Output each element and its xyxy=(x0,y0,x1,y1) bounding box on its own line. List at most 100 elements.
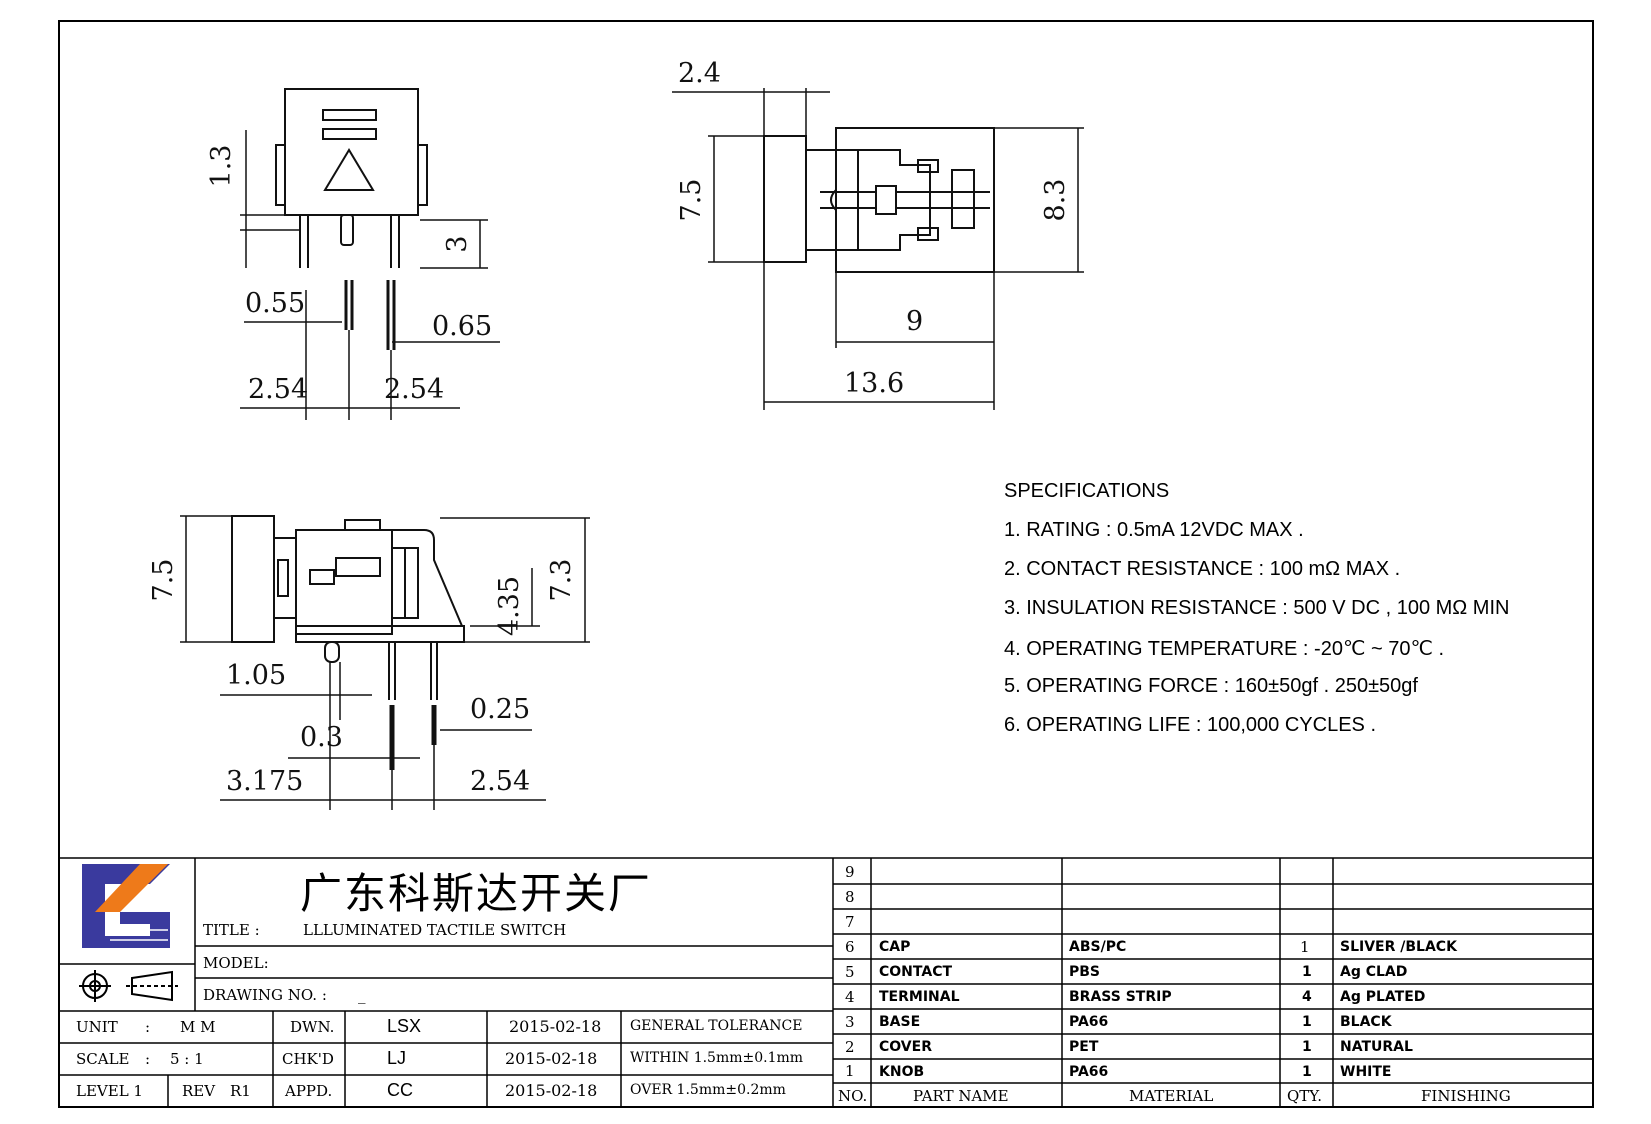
bom-material: PA66 xyxy=(1069,1014,1109,1030)
bom-part-name: KNOB xyxy=(879,1064,925,1080)
projection-symbol-icon xyxy=(79,970,178,1002)
model-label: MODEL: xyxy=(203,954,269,972)
bom-qty: 4 xyxy=(1302,989,1312,1005)
unit-separator: : xyxy=(145,1018,151,1036)
appd-date: 2015-02-18 xyxy=(505,1081,598,1100)
spec-item: 2. CONTACT RESISTANCE : 100 mΩ MAX . xyxy=(1004,558,1401,580)
bom-material: ABS/PC xyxy=(1069,939,1127,955)
title-value: LLLUMINATED TACTILE SWITCH xyxy=(303,921,567,939)
scale-label: SCALE xyxy=(76,1050,130,1068)
drawing-no-value: _ xyxy=(358,986,366,1004)
bom-row-no: 3 xyxy=(845,1013,855,1031)
dim-0-65: 0.65 xyxy=(432,311,492,342)
scale-separator: : xyxy=(145,1050,151,1068)
side-view xyxy=(180,515,590,810)
bom-finishing: SLIVER /BLACK xyxy=(1340,939,1457,955)
bom-qty: 1 xyxy=(1302,1039,1312,1055)
drawing-no-label: DRAWING NO. : xyxy=(203,986,327,1004)
bom-qty: 1 xyxy=(1302,1064,1312,1080)
bom-finishing: NATURAL xyxy=(1340,1039,1413,1055)
bom-qty: 1 xyxy=(1302,964,1312,980)
chk-name: LJ xyxy=(387,1048,407,1068)
bom-row-no: 4 xyxy=(845,988,855,1006)
dwn-label: DWN. xyxy=(290,1018,335,1036)
chk-label: CHK'D xyxy=(282,1050,334,1068)
bom-header-qty: QTY. xyxy=(1287,1087,1323,1105)
dim-7-5-side: 7.5 xyxy=(148,559,179,602)
bom-material: BRASS STRIP xyxy=(1069,989,1172,1005)
bom-header-material: MATERIAL xyxy=(1129,1087,1214,1105)
title-block-grid xyxy=(59,857,1593,1107)
dwn-name: LSX xyxy=(387,1016,422,1036)
bom-header-no: NO. xyxy=(838,1087,868,1105)
dwn-date: 2015-02-18 xyxy=(509,1017,602,1036)
scale-value: 5 : 1 xyxy=(170,1050,204,1068)
bom-row-no: 2 xyxy=(845,1038,855,1056)
dim-0-25: 0.25 xyxy=(470,694,530,725)
dim-3-175: 3.175 xyxy=(226,766,303,797)
bom-part-name: TERMINAL xyxy=(879,989,960,1005)
bom-material: PBS xyxy=(1069,964,1101,980)
bom-finishing: WHITE xyxy=(1340,1064,1392,1080)
bom-row-no: 5 xyxy=(845,963,855,981)
bom-part-name: BASE xyxy=(879,1014,921,1030)
company-logo xyxy=(82,864,170,948)
dim-3: 3 xyxy=(442,235,473,252)
dim-1-3: 1.3 xyxy=(206,145,237,188)
bom-material: PA66 xyxy=(1069,1064,1109,1080)
appd-name: CC xyxy=(387,1080,413,1100)
dim-0-55: 0.55 xyxy=(245,288,305,319)
front-view xyxy=(240,88,500,420)
bom-header-finishing: FINISHING xyxy=(1421,1087,1511,1105)
spec-item: 1. RATING : 0.5mA 12VDC MAX . xyxy=(1004,519,1304,541)
bom-row-no: 7 xyxy=(845,913,855,931)
sheet-border xyxy=(58,20,1594,1108)
appd-label: APPD. xyxy=(285,1082,333,1100)
top-view-dimensions: 2.4 7.5 8.3 9 13.6 xyxy=(676,58,1071,399)
company-name: 广东科斯达开关厂 xyxy=(300,869,653,918)
spec-item: 5. OPERATING FORCE : 160±50gf . 250±50gf xyxy=(1004,675,1418,697)
chk-date: 2015-02-18 xyxy=(505,1049,598,1068)
dim-2-4: 2.4 xyxy=(678,58,721,89)
top-view xyxy=(672,88,1084,410)
bom-part-name: COVER xyxy=(879,1039,932,1055)
specifications-heading: SPECIFICATIONS xyxy=(1004,480,1170,502)
dim-1-05: 1.05 xyxy=(226,660,286,691)
unit-label: UNIT xyxy=(76,1018,118,1036)
rev-value: R1 xyxy=(230,1082,251,1100)
dim-13-6: 13.6 xyxy=(844,368,904,399)
bom-row-no: 1 xyxy=(845,1062,855,1080)
tolerance-over: OVER 1.5mm±0.2mm xyxy=(630,1082,786,1098)
dim-0-3: 0.3 xyxy=(300,722,343,753)
dim-7-5-top: 7.5 xyxy=(676,179,707,222)
dim-4-35: 4.35 xyxy=(494,576,525,636)
dim-2-54-right: 2.54 xyxy=(384,374,444,405)
front-view-dimensions: 1.3 3 0.55 0.65 2.54 2.54 xyxy=(206,145,492,405)
level-label: LEVEL 1 xyxy=(76,1082,143,1100)
bom-finishing: Ag PLATED xyxy=(1340,989,1426,1005)
bom-row-no: 9 xyxy=(845,863,855,881)
spec-item: 4. OPERATING TEMPERATURE : -20℃ ~ 70℃ . xyxy=(1004,638,1445,660)
bom-row-no: 6 xyxy=(845,938,855,956)
bom-qty: 1 xyxy=(1302,1014,1312,1030)
unit-value: M M xyxy=(180,1018,216,1036)
bom-row-no: 8 xyxy=(845,888,855,906)
dim-9: 9 xyxy=(906,306,923,337)
bom-part-name: CONTACT xyxy=(879,964,953,980)
title-label: TITLE : xyxy=(203,921,260,939)
spec-item: 6. OPERATING LIFE : 100,000 CYCLES . xyxy=(1004,714,1377,736)
tolerance-label: GENERAL TOLERANCE xyxy=(630,1018,803,1034)
dim-2-54-side: 2.54 xyxy=(470,766,530,797)
dim-7-3: 7.3 xyxy=(546,559,577,602)
rev-label: REV xyxy=(182,1082,216,1100)
tolerance-within: WITHIN 1.5mm±0.1mm xyxy=(630,1050,804,1066)
bom-material: PET xyxy=(1069,1039,1099,1055)
spec-item: 3. INSULATION RESISTANCE : 500 V DC , 10… xyxy=(1004,597,1510,619)
bom-finishing: BLACK xyxy=(1340,1014,1392,1030)
bom-qty: 1 xyxy=(1300,938,1310,956)
bom-header-part-name: PART NAME xyxy=(913,1087,1009,1105)
side-view-dimensions: 7.5 4.35 7.3 1.05 0.25 0.3 3.175 2.54 xyxy=(148,559,577,797)
bom-part-name: CAP xyxy=(879,939,911,955)
dim-8-3: 8.3 xyxy=(1040,179,1071,222)
